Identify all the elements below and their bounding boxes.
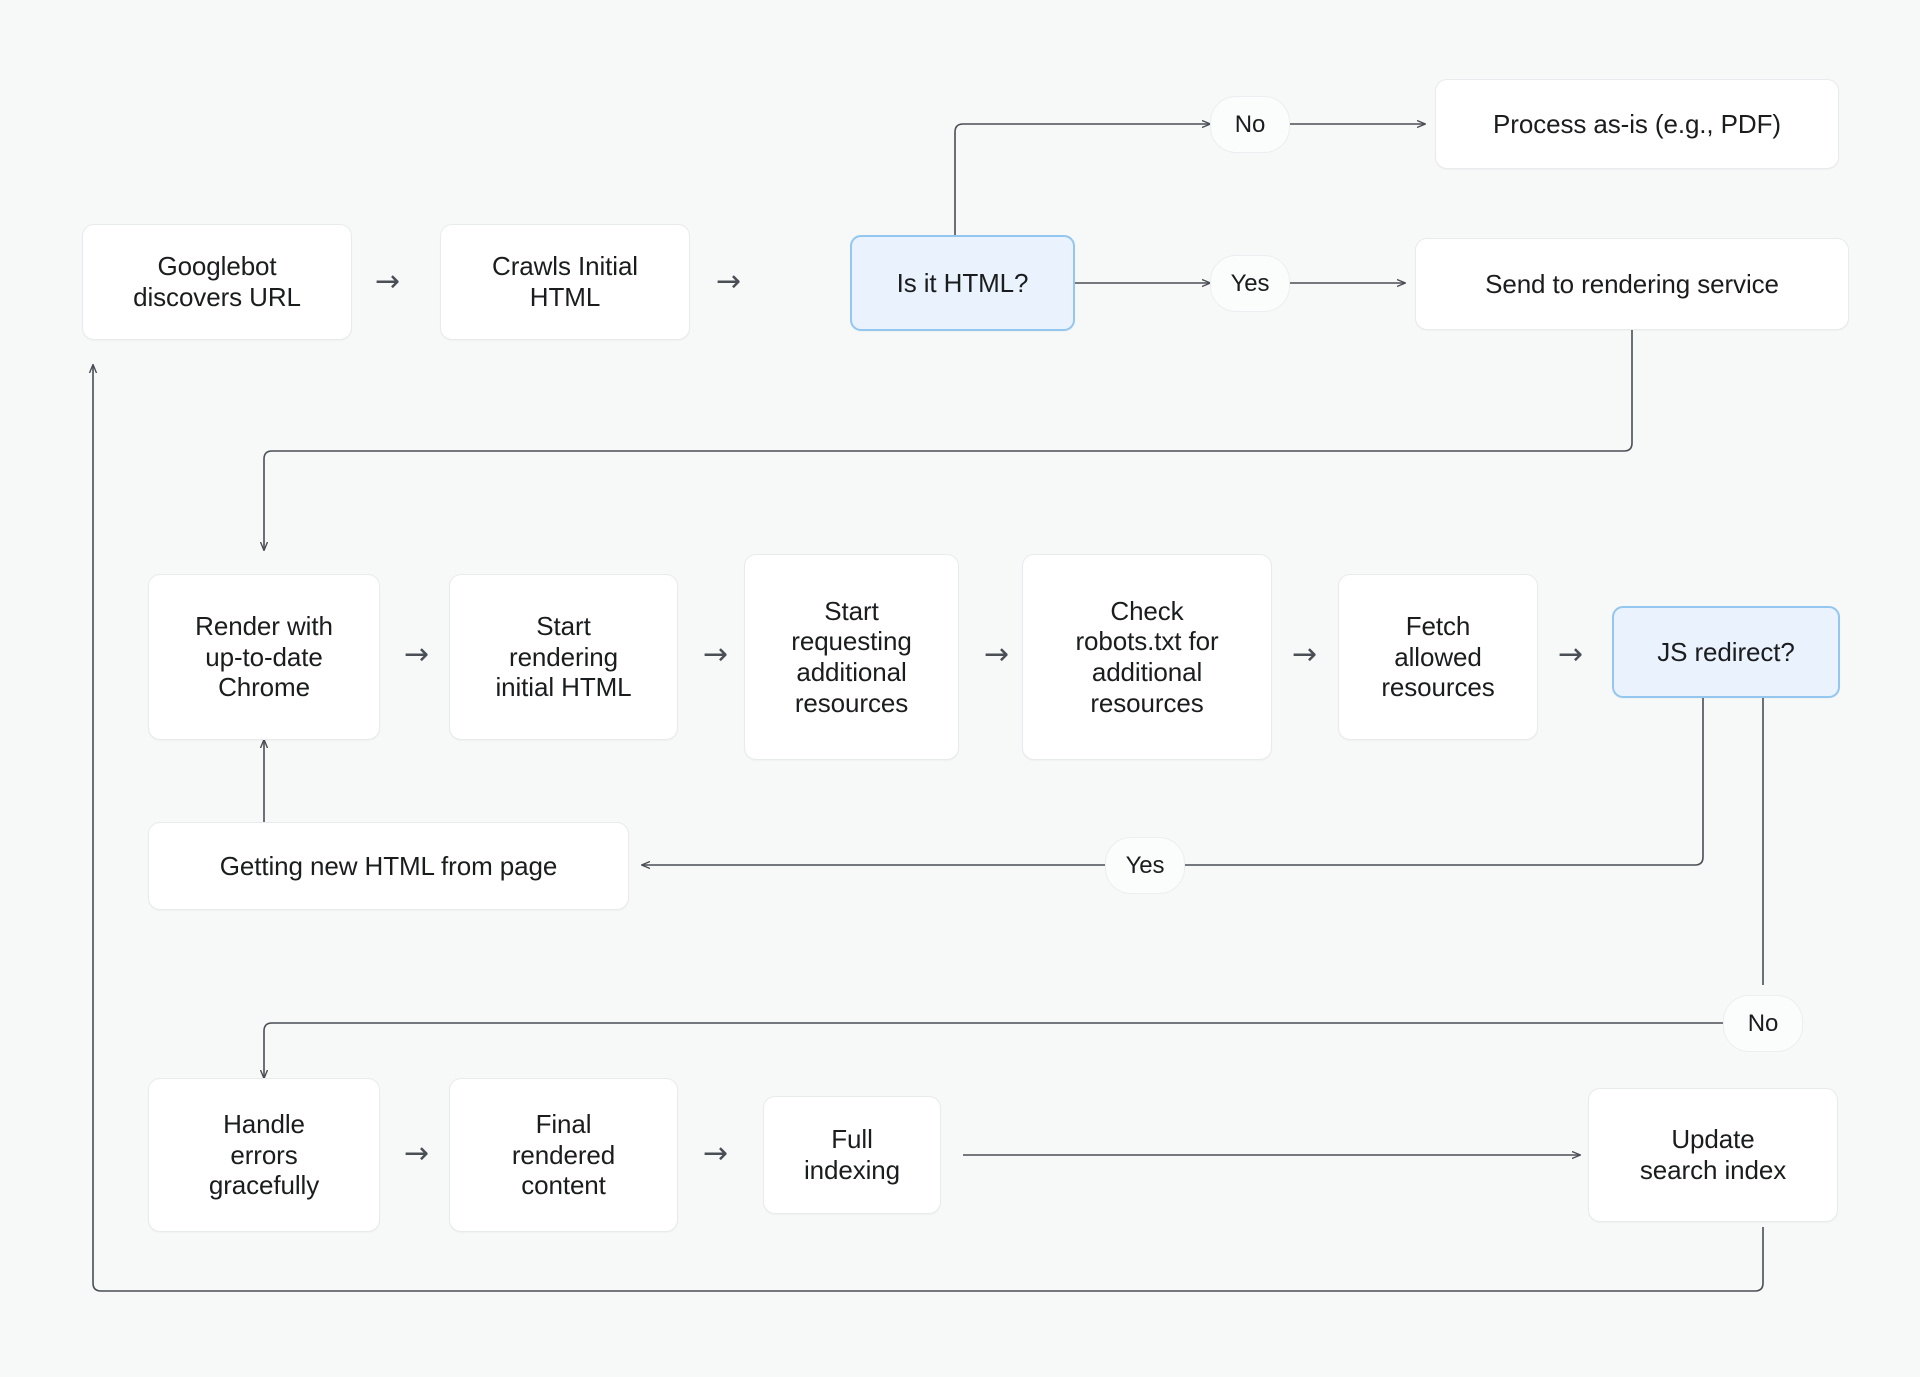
arrow-checkrobots-to-fetch: → [1292, 637, 1318, 672]
node-update-search-index[interactable]: Update search index [1588, 1088, 1838, 1222]
node-label: Check robots.txt for additional resource… [1075, 595, 1219, 718]
node-send-to-rendering-service[interactable]: Send to rendering service [1415, 238, 1849, 330]
node-check-robots-txt[interactable]: Check robots.txt for additional resource… [1022, 554, 1272, 760]
node-label: Handle errors gracefully [208, 1108, 320, 1201]
node-final-rendered-content[interactable]: Final rendered content [449, 1078, 678, 1232]
arrow-handleerrors-to-final: → [404, 1136, 430, 1171]
edge-ishtml-to-no [954, 124, 1210, 235]
node-process-as-is[interactable]: Process as-is (e.g., PDF) [1435, 79, 1839, 169]
node-label: Fetch allowed resources [1381, 610, 1495, 703]
node-label: Full indexing [803, 1124, 901, 1185]
arrow-fetch-to-jsredirect: → [1558, 637, 1584, 672]
edge-send-to-render [264, 330, 1633, 550]
node-label: Is it HTML? [896, 267, 1029, 298]
node-googlebot-discovers-url[interactable]: Googlebot discovers URL [82, 224, 352, 340]
pill-label: Yes [1230, 269, 1270, 297]
node-label: Googlebot discovers URL [133, 251, 301, 312]
edge-label-yes-html: Yes [1210, 255, 1290, 312]
arrow-googlebot-to-crawls: → [375, 264, 401, 299]
arrow-final-to-fullindexing: → [703, 1136, 729, 1171]
node-js-redirect-decision[interactable]: JS redirect? [1612, 606, 1840, 698]
node-render-with-chrome[interactable]: Render with up-to-date Chrome [148, 574, 380, 740]
node-label: Getting new HTML from page [219, 850, 558, 881]
node-getting-new-html-from-page[interactable]: Getting new HTML from page [148, 822, 629, 910]
edge-label-yes-js-redirect: Yes [1105, 837, 1185, 894]
arrow-render-to-startrender: → [404, 637, 430, 672]
arrow-crawls-to-ishtml: → [716, 264, 742, 299]
node-label: Start requesting additional resources [791, 595, 912, 718]
node-label: Send to rendering service [1485, 268, 1779, 299]
edge-label-no-js-redirect: No [1723, 995, 1803, 1052]
arrow-startrequest-to-checkrobots: → [984, 637, 1010, 672]
node-start-rendering-initial-html[interactable]: Start rendering initial HTML [449, 574, 678, 740]
node-label: JS redirect? [1657, 636, 1795, 667]
node-fetch-allowed-resources[interactable]: Fetch allowed resources [1338, 574, 1538, 740]
node-crawls-initial-html[interactable]: Crawls Initial HTML [440, 224, 690, 340]
pill-label: No [1747, 1009, 1779, 1037]
node-handle-errors-gracefully[interactable]: Handle errors gracefully [148, 1078, 380, 1232]
node-start-requesting-additional-resources[interactable]: Start requesting additional resources [744, 554, 959, 760]
node-label: Crawls Initial HTML [492, 251, 638, 312]
node-full-indexing[interactable]: Full indexing [763, 1096, 941, 1214]
node-label: Render with up-to-date Chrome [195, 610, 333, 703]
pill-label: No [1234, 110, 1266, 138]
node-is-it-html-decision[interactable]: Is it HTML? [850, 235, 1075, 331]
node-label: Start rendering initial HTML [495, 610, 632, 703]
node-label: Final rendered content [511, 1108, 616, 1201]
pill-label: Yes [1125, 851, 1165, 879]
edge-label-no-html: No [1210, 96, 1290, 153]
node-label: Update search index [1639, 1124, 1787, 1185]
node-label: Process as-is (e.g., PDF) [1493, 108, 1781, 139]
arrow-startrender-to-startrequest: → [703, 637, 729, 672]
edge-nopill-to-handle [264, 1022, 1723, 1078]
